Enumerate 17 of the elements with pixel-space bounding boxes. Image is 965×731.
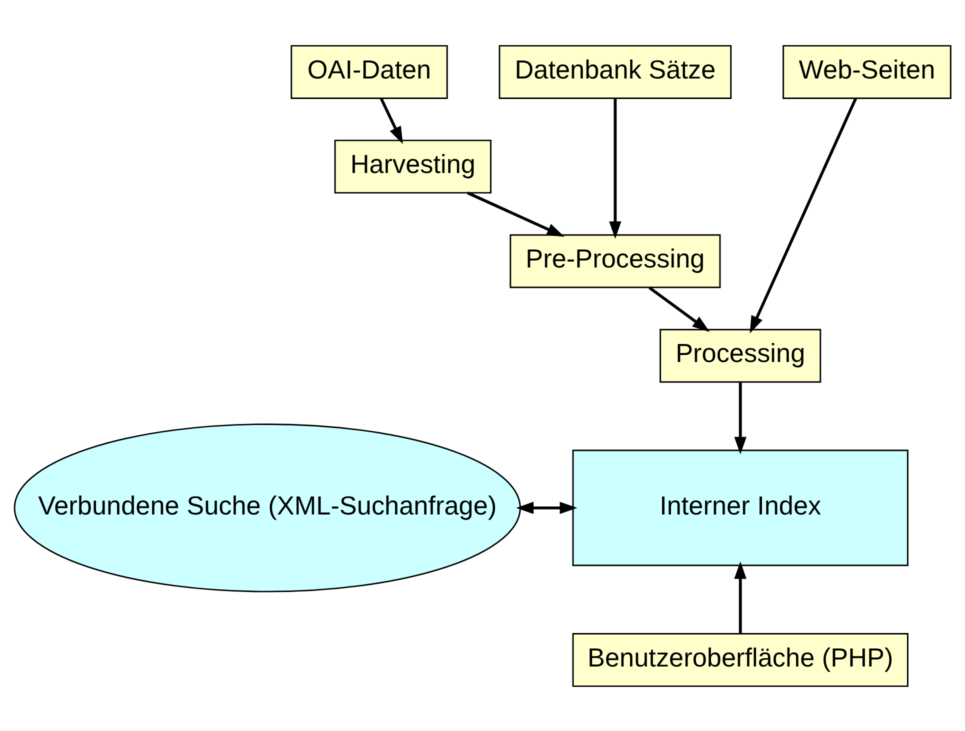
- arrow: [750, 97, 858, 333]
- node-box: Pre-Processing: [510, 234, 721, 288]
- arrow: [467, 191, 564, 236]
- arrow: [609, 98, 622, 238]
- arrow: [648, 286, 710, 332]
- node-box: OAI-Daten: [290, 44, 448, 98]
- node-box: Interner Index: [572, 449, 908, 566]
- node-box: Web-Seiten: [782, 44, 952, 98]
- arrow: [734, 560, 746, 634]
- arrow: [734, 382, 746, 454]
- node-ellipse: Verbundene Suche (XML-Suchanfrage): [14, 422, 521, 592]
- node-box: Harvesting: [334, 139, 492, 194]
- arrow: [380, 97, 403, 144]
- node-box: Datenbank Sätze: [498, 44, 732, 98]
- node-box: Benutzeroberfläche (PHP): [572, 632, 908, 686]
- arrow: [516, 501, 578, 514]
- node-box: Processing: [660, 328, 822, 382]
